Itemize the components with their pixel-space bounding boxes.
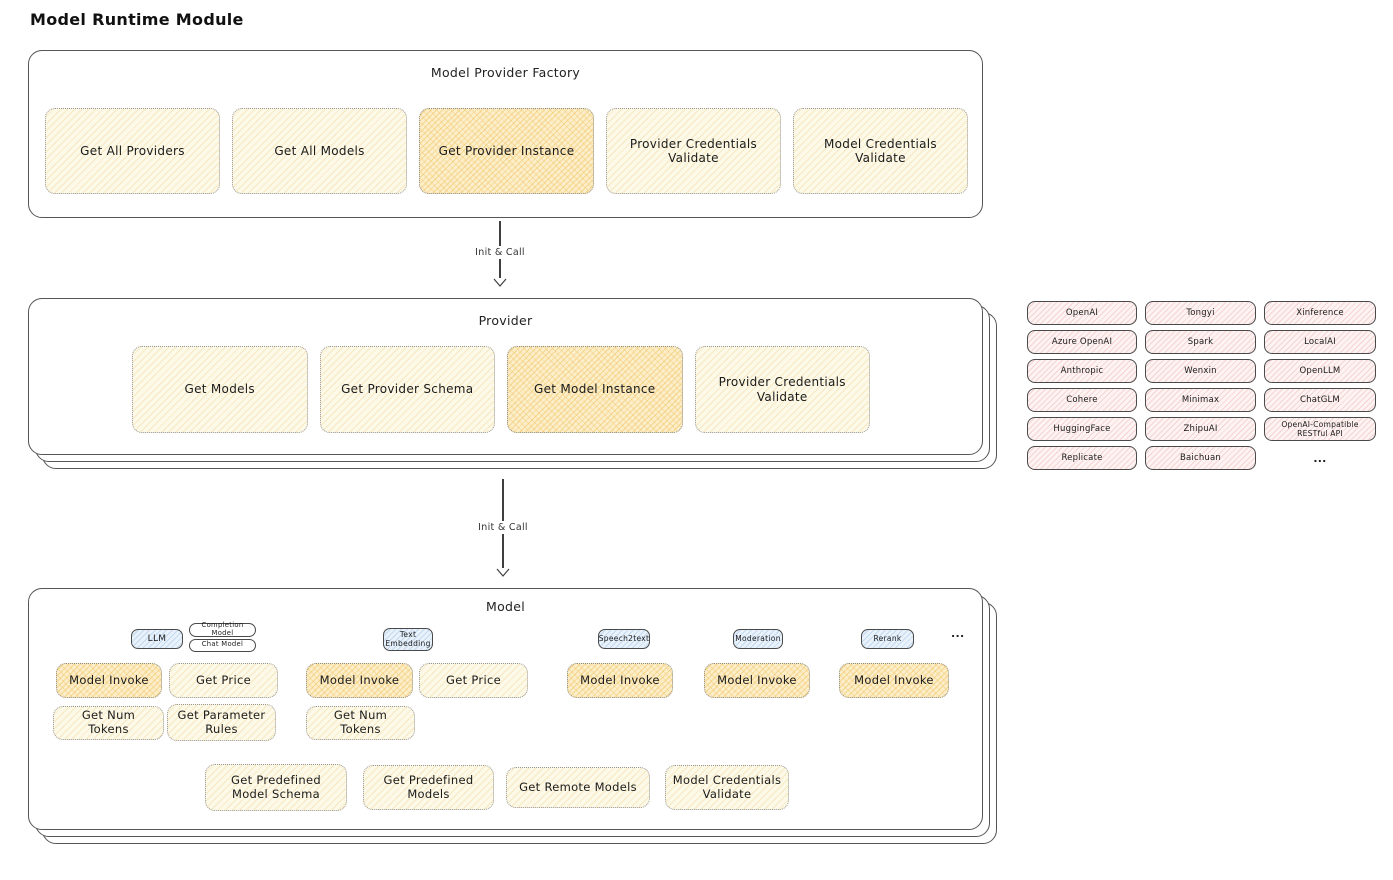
factory-buttons-row: Get All Providers Get All Models Get Pro… bbox=[45, 108, 968, 194]
factory-button-provider-credentials-validate: Provider Credentials Validate bbox=[606, 108, 781, 194]
badge-chat-model: Chat Model bbox=[189, 638, 256, 652]
arrow-label: Init & Call bbox=[478, 522, 528, 533]
provider-button-get-models: Get Models bbox=[132, 346, 308, 433]
arrow-line bbox=[502, 534, 504, 568]
factory-button-model-credentials-validate: Model Credentials Validate bbox=[793, 108, 968, 194]
arrow-label: Init & Call bbox=[475, 247, 525, 258]
arrow-line bbox=[502, 479, 504, 521]
provider-chip-xinference: Xinference bbox=[1264, 301, 1376, 325]
provider-chip-replicate: Replicate bbox=[1027, 446, 1137, 470]
factory-button-get-all-providers: Get All Providers bbox=[45, 108, 220, 194]
model-box: Model LLM Completion Model Chat Model Te… bbox=[28, 588, 983, 830]
badge-speech2text: Speech2text bbox=[598, 629, 650, 649]
arrow-factory-to-provider: Init & Call bbox=[455, 221, 545, 295]
provider-chip-localai: LocalAI bbox=[1264, 330, 1376, 354]
provider-chip-cohere: Cohere bbox=[1027, 388, 1137, 412]
model-button-get-num-tokens-llm: Get Num Tokens bbox=[53, 706, 164, 740]
model-button-model-invoke-rerank: Model Invoke bbox=[839, 663, 949, 698]
provider-chip-zhipuai: ZhipuAI bbox=[1145, 417, 1256, 441]
provider-box: Provider Get Models Get Provider Schema … bbox=[28, 298, 983, 455]
provider-chip-openllm: OpenLLM bbox=[1264, 359, 1376, 383]
arrow-line bbox=[499, 259, 501, 278]
provider-chip-huggingface: HuggingFace bbox=[1027, 417, 1137, 441]
model-button-model-invoke-text-embedding: Model Invoke bbox=[306, 663, 413, 698]
provider-chip-anthropic: Anthropic bbox=[1027, 359, 1137, 383]
provider-chip-more-ellipsis: ... bbox=[1313, 451, 1327, 465]
model-button-model-invoke-speech2text: Model Invoke bbox=[567, 663, 673, 698]
model-button-get-parameter-rules: Get Parameter Rules bbox=[167, 704, 276, 741]
provider-chip-chatglm: ChatGLM bbox=[1264, 388, 1376, 412]
model-button-get-price-llm: Get Price bbox=[169, 663, 278, 698]
provider-button-get-model-instance: Get Model Instance bbox=[507, 346, 683, 433]
factory-button-get-all-models: Get All Models bbox=[232, 108, 407, 194]
provider-button-get-provider-schema: Get Provider Schema bbox=[319, 346, 495, 433]
model-button-get-price-text-embedding: Get Price bbox=[419, 663, 528, 698]
factory-box: Model Provider Factory Get All Providers… bbox=[28, 50, 983, 218]
model-button-get-predefined-models: Get Predefined Models bbox=[363, 765, 494, 810]
provider-button-provider-credentials-validate: Provider Credentials Validate bbox=[694, 346, 870, 433]
arrow-line bbox=[499, 221, 501, 246]
provider-chip-minimax: Minimax bbox=[1145, 388, 1256, 412]
model-button-get-remote-models: Get Remote Models bbox=[506, 767, 650, 808]
provider-chip-wenxin: Wenxin bbox=[1145, 359, 1256, 383]
provider-title: Provider bbox=[478, 313, 533, 328]
arrowhead-icon bbox=[496, 568, 510, 577]
provider-chip-baichuan: Baichuan bbox=[1145, 446, 1256, 470]
model-button-get-num-tokens-text-embedding: Get Num Tokens bbox=[306, 706, 415, 740]
page-title: Model Runtime Module bbox=[30, 10, 244, 29]
arrow-provider-to-model: Init & Call bbox=[458, 479, 548, 583]
badge-text-embedding: Text Embedding bbox=[383, 628, 433, 651]
provider-chip-tongyi: Tongyi bbox=[1145, 301, 1256, 325]
model-button-model-invoke-moderation: Model Invoke bbox=[704, 663, 810, 698]
model-button-get-predefined-model-schema: Get Predefined Model Schema bbox=[205, 764, 347, 811]
factory-button-get-provider-instance: Get Provider Instance bbox=[419, 108, 594, 194]
provider-chip-openai-compatible-restful-api: OpenAI-Compatible RESTful API bbox=[1264, 417, 1376, 441]
model-title: Model bbox=[485, 599, 526, 614]
provider-buttons-row: Get Models Get Provider Schema Get Model… bbox=[132, 346, 870, 433]
model-button-model-credentials-validate: Model Credentials Validate bbox=[665, 765, 789, 810]
providers-panel: OpenAI Tongyi Xinference Azure OpenAI Sp… bbox=[1027, 301, 1376, 470]
provider-chip-azure-openai: Azure OpenAI bbox=[1027, 330, 1137, 354]
provider-chip-openai: OpenAI bbox=[1027, 301, 1137, 325]
provider-chip-spark: Spark bbox=[1145, 330, 1256, 354]
badge-rerank: Rerank bbox=[861, 629, 914, 649]
model-button-model-invoke-llm: Model Invoke bbox=[56, 663, 162, 698]
badge-more-ellipsis: ... bbox=[951, 627, 965, 640]
factory-title: Model Provider Factory bbox=[430, 65, 581, 80]
badge-llm: LLM bbox=[131, 629, 183, 649]
badge-completion-model: Completion Model bbox=[189, 621, 256, 637]
badge-moderation: Moderation bbox=[733, 629, 783, 649]
badge-stack-llm-models: Completion Model Chat Model bbox=[189, 621, 256, 652]
arrowhead-icon bbox=[493, 278, 507, 287]
